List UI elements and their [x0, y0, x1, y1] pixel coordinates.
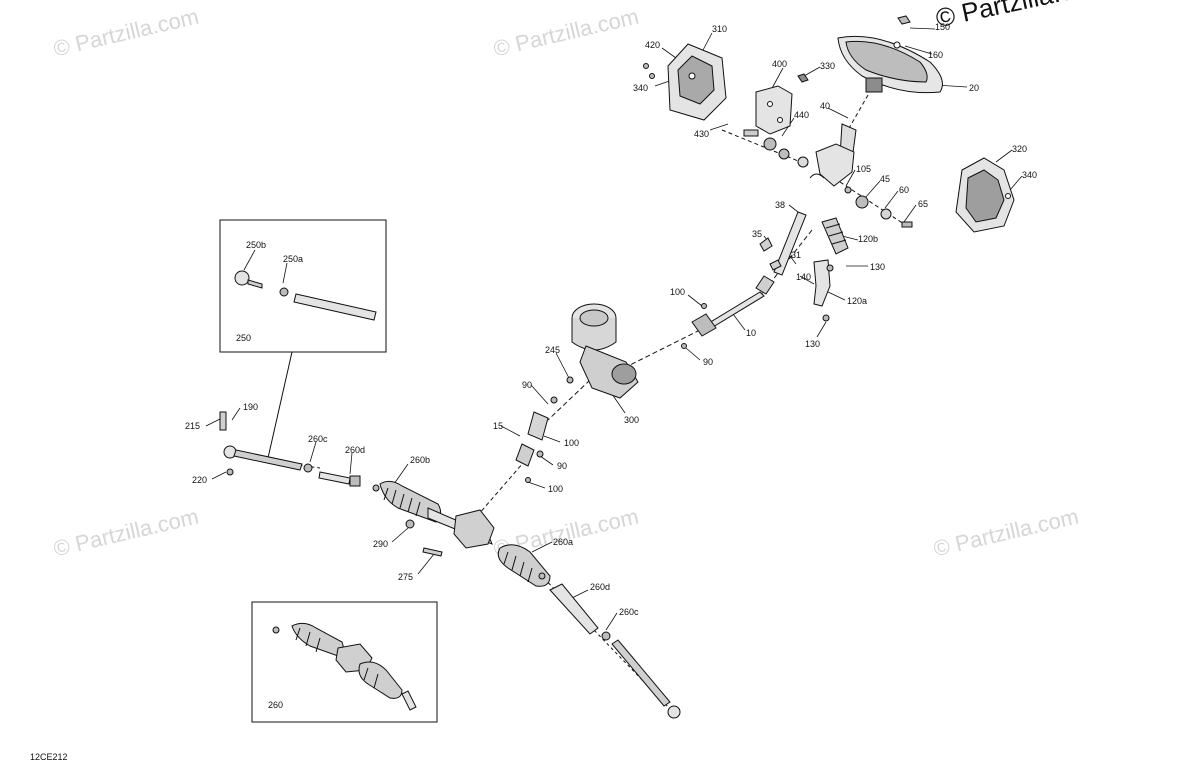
callout-430: 430 [694, 129, 710, 139]
cover-320-part [955, 157, 1015, 233]
callout-100-joint-upper: 100 [564, 438, 580, 448]
callout-10: 10 [746, 328, 757, 338]
bracket-310-part [643, 43, 727, 121]
boot-120b-part [821, 217, 849, 255]
inset-box-260 [251, 601, 438, 723]
callout-290: 290 [373, 539, 389, 549]
callout-250a: 250a [283, 254, 304, 264]
callout-260c-left: 260c [308, 434, 328, 444]
damper-120a-part [813, 259, 834, 322]
wheel-axis [847, 94, 869, 131]
callout-160: 160 [928, 50, 944, 60]
callout-100-shaft: 100 [670, 287, 686, 297]
callout-340-left: 340 [633, 83, 649, 93]
callout-100-joint-lower: 100 [548, 484, 564, 494]
callout-90-joint-lower: 90 [557, 461, 568, 471]
callout-260d-left: 260d [345, 445, 366, 455]
callout-65: 65 [918, 199, 929, 209]
callout-38: 38 [775, 200, 786, 210]
inset-260-contents [272, 622, 417, 711]
callout-35: 35 [752, 229, 763, 239]
callout-275: 275 [398, 572, 414, 582]
diagram-code: 12CE212 [30, 752, 68, 762]
callout-440: 440 [794, 110, 810, 120]
callout-15: 15 [493, 421, 504, 431]
u-joint-15-part [515, 396, 558, 483]
callout-250: 250 [236, 333, 252, 343]
callout-420: 420 [645, 40, 661, 50]
steering-axis-shaft [619, 329, 701, 371]
callout-120a: 120a [847, 296, 868, 306]
column-hardware-part [844, 186, 913, 228]
steering-shaft-10-part [681, 275, 775, 349]
callout-105: 105 [856, 164, 872, 174]
callout-260b: 260b [410, 455, 431, 465]
callout-400: 400 [772, 59, 788, 69]
steering-axis-rack [477, 454, 531, 516]
inset-250-contents [234, 270, 377, 321]
callout-90-shaft: 90 [703, 357, 714, 367]
tie-rod-left-part [219, 411, 380, 492]
callout-90-joint-upper: 90 [522, 380, 533, 390]
callout-260c-right: 260c [619, 607, 639, 617]
callout-260d-right: 260d [590, 582, 611, 592]
steering-axis-joint [547, 379, 591, 421]
callout-215: 215 [185, 421, 201, 431]
callout-340-right: 340 [1022, 170, 1038, 180]
steering-rack-260-part [379, 480, 551, 587]
callout-45: 45 [880, 174, 891, 184]
inset-250-leader [267, 351, 293, 459]
callout-150: 150 [935, 22, 951, 32]
callout-300: 300 [624, 415, 640, 425]
power-steering-unit-300-part [566, 303, 639, 399]
plate-400-part [755, 73, 809, 135]
callout-260a: 260a [553, 537, 574, 547]
callout-120b: 120b [858, 234, 879, 244]
callout-245: 245 [545, 345, 561, 355]
callout-20: 20 [969, 83, 980, 93]
callout-320: 320 [1012, 144, 1028, 154]
callout-310: 310 [712, 24, 728, 34]
callout-260: 260 [268, 700, 284, 710]
inset-box-250 [219, 219, 387, 353]
bracket-axis [721, 129, 809, 166]
callout-40: 40 [820, 101, 831, 111]
callout-190: 190 [243, 402, 259, 412]
steering-wheel-part [837, 15, 943, 94]
callout-250b: 250b [246, 240, 267, 250]
callout-220: 220 [192, 475, 208, 485]
callout-140: 140 [796, 272, 812, 282]
column-40-part [809, 123, 857, 187]
intermediate-shaft-part [759, 211, 807, 276]
callout-330: 330 [820, 61, 836, 71]
callout-130-upper: 130 [870, 262, 886, 272]
callout-31: 31 [791, 250, 802, 260]
callout-130-lower: 130 [805, 339, 821, 349]
tie-rod-right-part [538, 572, 681, 719]
bushings-part [743, 129, 809, 168]
callout-60: 60 [899, 185, 910, 195]
